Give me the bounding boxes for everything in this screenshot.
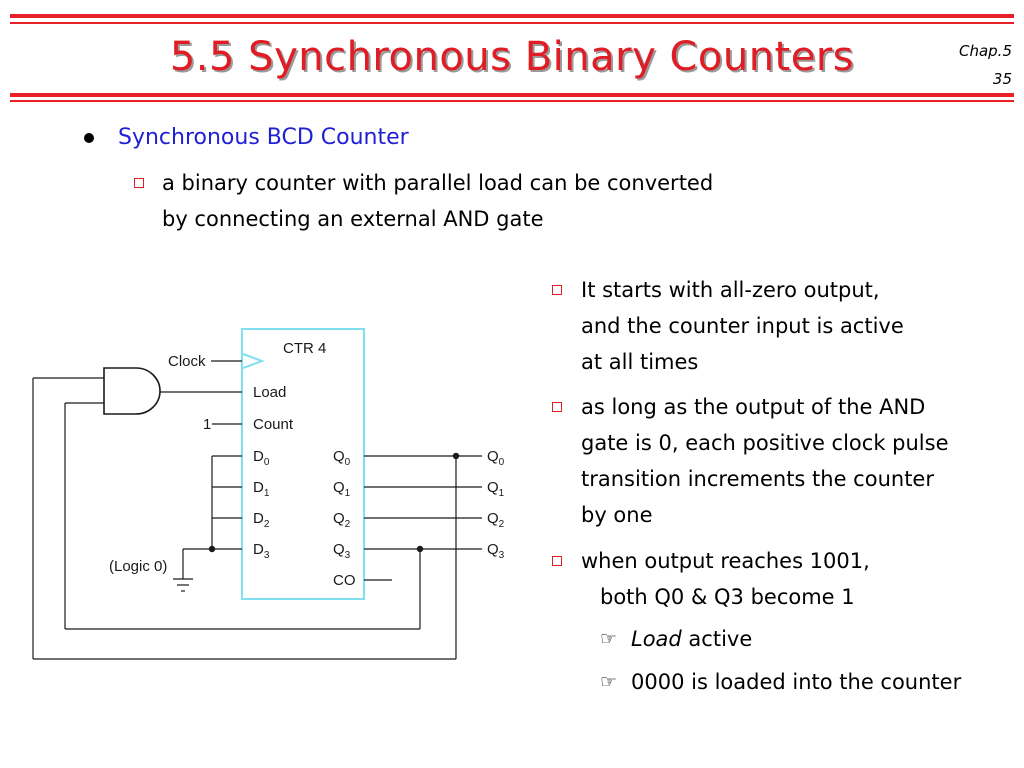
- square-bullet-icon: [552, 402, 562, 412]
- output-q0-label: Q0: [487, 448, 505, 468]
- note-2-line-1: as long as the output of the AND: [581, 395, 926, 419]
- clock-label: Clock: [168, 353, 206, 370]
- pin-q2-label: Q2: [333, 510, 351, 530]
- and-gate-icon: [103, 367, 161, 415]
- output-q3-label: Q3: [487, 541, 505, 561]
- note-2-line-4: by one: [581, 503, 653, 527]
- pin-q3-label-base: Q: [333, 541, 345, 558]
- logic0-label: (Logic 0): [109, 558, 167, 575]
- pin-q0-label-base: Q: [333, 448, 345, 465]
- pin-q2-label-subscript: 2: [345, 519, 351, 530]
- pin-d0-label-base: D: [253, 448, 264, 465]
- note-1-line-3: at all times: [581, 350, 699, 374]
- pin-d2-label-subscript: 2: [264, 519, 270, 530]
- main-bullet-icon: [84, 133, 94, 143]
- load-label: Load: [253, 384, 286, 401]
- pin-q0-label: Q0: [333, 448, 351, 468]
- note-1-line-1: It starts with all-zero output,: [581, 278, 880, 302]
- note-3-line-2: both Q0 & Q3 become 1: [600, 585, 855, 609]
- sub-bullet-line-1: a binary counter with parallel load can …: [162, 171, 714, 195]
- pin-d0-label-subscript: 0: [264, 457, 270, 468]
- page-number: 35: [992, 70, 1012, 88]
- square-bullet-icon: [134, 178, 144, 188]
- chapter-label: Chap.5: [958, 42, 1012, 60]
- pin-d3-label-base: D: [253, 541, 264, 558]
- note-3-sub-1: Load active: [631, 621, 752, 657]
- square-bullet-icon: [552, 285, 562, 295]
- note-2-line-3: transition increments the counter: [581, 467, 934, 491]
- header-rule-thick: [10, 93, 1014, 97]
- sub-bullet-line-2: by connecting an external AND gate: [162, 207, 544, 231]
- junction-dot: [452, 452, 460, 460]
- note-3-line-1: when output reaches 1001,: [581, 549, 870, 573]
- output-q1-label-base: Q: [487, 479, 499, 496]
- pin-d0-label: D0: [253, 448, 270, 468]
- pin-d2-label: D2: [253, 510, 270, 530]
- ctr4-chip-body: [241, 328, 365, 600]
- main-bullet-text: Synchronous BCD Counter: [118, 125, 409, 150]
- pointing-hand-icon: ☞: [600, 628, 618, 650]
- top-rule-thick: [10, 14, 1014, 18]
- header-rule-thin: [10, 100, 1014, 102]
- load-italic-text: Load: [631, 627, 682, 651]
- pin-d1-label-base: D: [253, 479, 264, 496]
- note-3-sub-2: 0000 is loaded into the counter: [631, 670, 962, 694]
- pin-q3-label: Q3: [333, 541, 351, 561]
- output-q1-label-subscript: 1: [499, 488, 505, 499]
- output-q0-label-subscript: 0: [499, 457, 505, 468]
- pin-d1-label-subscript: 1: [264, 488, 270, 499]
- slide-title: 5.5 Synchronous Binary Counters: [169, 34, 855, 80]
- active-text: active: [681, 627, 753, 651]
- note-1-line-2: and the counter input is active: [581, 314, 904, 338]
- pin-d3-label: D3: [253, 541, 270, 561]
- pin-d3-label-subscript: 3: [264, 550, 270, 561]
- pin-q3-label-subscript: 3: [345, 550, 351, 561]
- pin-d1-label: D1: [253, 479, 270, 499]
- clock-triangle-icon: [242, 353, 265, 369]
- carry-out-label: CO: [333, 572, 356, 589]
- count-input-label: 1: [203, 416, 211, 433]
- note-2-line-2: gate is 0, each positive clock pulse: [581, 431, 949, 455]
- pin-q2-label-base: Q: [333, 510, 345, 527]
- junction-dot: [208, 545, 216, 553]
- pin-q1-label: Q1: [333, 479, 351, 499]
- top-rule-thin: [10, 22, 1014, 24]
- output-q2-label: Q2: [487, 510, 505, 530]
- output-q1-label: Q1: [487, 479, 505, 499]
- chip-title: CTR 4: [283, 340, 326, 357]
- output-q2-label-subscript: 2: [499, 519, 505, 530]
- pointing-hand-icon: ☞: [600, 671, 618, 693]
- pin-q1-label-subscript: 1: [345, 488, 351, 499]
- output-q3-label-base: Q: [487, 541, 499, 558]
- count-label: Count: [253, 416, 294, 433]
- output-q2-label-base: Q: [487, 510, 499, 527]
- pin-q0-label-subscript: 0: [345, 457, 351, 468]
- junction-dot: [416, 545, 424, 553]
- output-q0-label-base: Q: [487, 448, 499, 465]
- output-q3-label-subscript: 3: [499, 550, 505, 561]
- pin-d2-label-base: D: [253, 510, 264, 527]
- pin-q1-label-base: Q: [333, 479, 345, 496]
- square-bullet-icon: [552, 556, 562, 566]
